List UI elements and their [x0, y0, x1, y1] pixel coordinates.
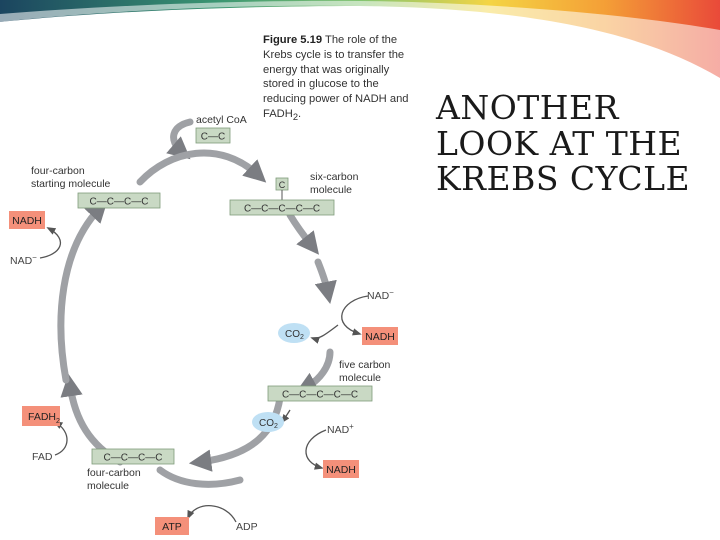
slide-title: ANOTHER LOOK AT THE KREBS CYCLE — [436, 88, 691, 199]
cycle-arrow-five-to-four — [188, 394, 284, 472]
nad-3-text: NAD — [327, 424, 350, 436]
nadh-box-3 — [323, 460, 359, 478]
side-reactions — [39, 227, 369, 523]
nad-to-nadh-1 — [39, 227, 62, 259]
substrate-labels: NAD− NAD− NAD+ FAD ADP — [10, 253, 394, 533]
nad-to-nadh-3 — [305, 429, 327, 470]
four-start-chain-box — [77, 192, 161, 209]
co2-1: CO2 — [285, 329, 304, 341]
label-five-1: five carbon — [339, 359, 391, 371]
label-four-end-1: four-carbon — [87, 467, 141, 479]
molecule-labels: acetyl CoA four-carbon starting molecule… — [31, 114, 391, 492]
nad-1-sup: − — [32, 253, 37, 262]
nadh-1: NADH — [12, 215, 42, 227]
nad-3-sup: + — [349, 422, 354, 431]
label-four-end-2: molecule — [87, 480, 129, 492]
caption-sub: 2 — [292, 112, 299, 123]
co2-oval-1 — [278, 323, 310, 343]
fadh: FADH2 — [28, 411, 60, 425]
nadh-box-1 — [9, 211, 45, 229]
co2-oval-2 — [252, 412, 284, 432]
energy-carriers: NADH NADH NADH FADH2 ATP — [9, 211, 398, 535]
figure-caption: Figure 5.19 The role of the Krebs cycle … — [263, 33, 413, 123]
four-start-chain: C—C—C—C — [90, 197, 149, 208]
acetyl-chain-box — [195, 127, 231, 144]
acetyl-chain: C—C — [201, 132, 225, 143]
co2-bubbles: CO2 CO2 — [252, 323, 310, 432]
cycle-ring — [57, 118, 337, 488]
cycle-arrow-six-to-down — [286, 211, 319, 255]
nad-3: NAD+ — [327, 422, 354, 436]
top-color-band — [0, 0, 720, 78]
cycle-arrow-right-down — [314, 258, 337, 304]
atp-box — [155, 517, 189, 535]
fadh-box — [22, 406, 60, 426]
nadh-2: NADH — [365, 331, 395, 343]
co2-1-text: CO — [285, 329, 300, 340]
label-acetyl: acetyl CoA — [196, 114, 247, 126]
top-white-sweep — [0, 0, 720, 81]
label-five-2: molecule — [339, 372, 381, 384]
cycle-arrow-bottom-atp — [156, 466, 244, 488]
five-chain: C—C—C—C—C — [282, 390, 358, 401]
adp: ADP — [236, 521, 258, 533]
co2-out-1 — [310, 324, 339, 344]
nad-2-text: NAD — [367, 290, 390, 302]
caption-text: The role of the Krebs cycle is to transf… — [263, 34, 409, 120]
six-main-chain-box — [229, 199, 335, 216]
nad-to-nadh-2 — [341, 295, 369, 336]
cycle-arrow-left — [57, 199, 108, 384]
co2-2-text: CO — [259, 418, 274, 429]
nad-1-text: NAD — [10, 255, 33, 267]
nad-1: NAD− — [10, 253, 37, 267]
nad-2: NAD− — [367, 288, 394, 302]
fad-to-fadh — [53, 421, 68, 456]
fad: FAD — [32, 451, 53, 463]
nadh-3: NADH — [326, 464, 356, 476]
four-end-chain: C—C—C—C — [104, 453, 163, 464]
fadh-sub: 2 — [56, 418, 60, 425]
six-main-chain: C—C—C—C—C — [244, 204, 320, 215]
six-top-chain: C — [279, 180, 286, 190]
adp-to-atp — [187, 505, 237, 523]
carbon-boxes: C—C C—C—C—C C C—C—C—C—C C—C—C—C—C C—C—C—… — [77, 127, 373, 465]
label-six-1: six-carbon — [310, 171, 359, 183]
fadh-text: FADH — [28, 411, 56, 423]
nad-2-sup: − — [389, 288, 394, 297]
four-end-chain-box — [91, 448, 175, 465]
label-six-2: molecule — [310, 184, 352, 196]
co2-2: CO2 — [259, 418, 278, 430]
caption-end: . — [298, 107, 302, 120]
label-four-start-2: starting molecule — [31, 178, 111, 190]
caption-label: Figure 5.19 — [263, 34, 323, 46]
co2-2-sub: 2 — [274, 423, 278, 430]
five-chain-box — [267, 385, 373, 402]
label-four-start-1: four-carbon — [31, 165, 85, 177]
cycle-arrow-to-five — [295, 348, 334, 394]
co2-1-sub: 2 — [300, 334, 304, 341]
atp: ATP — [162, 521, 182, 533]
cycle-arrow-top — [136, 149, 267, 186]
nadh-box-2 — [362, 327, 398, 345]
cycle-arrow-acetyl-in — [166, 118, 194, 160]
